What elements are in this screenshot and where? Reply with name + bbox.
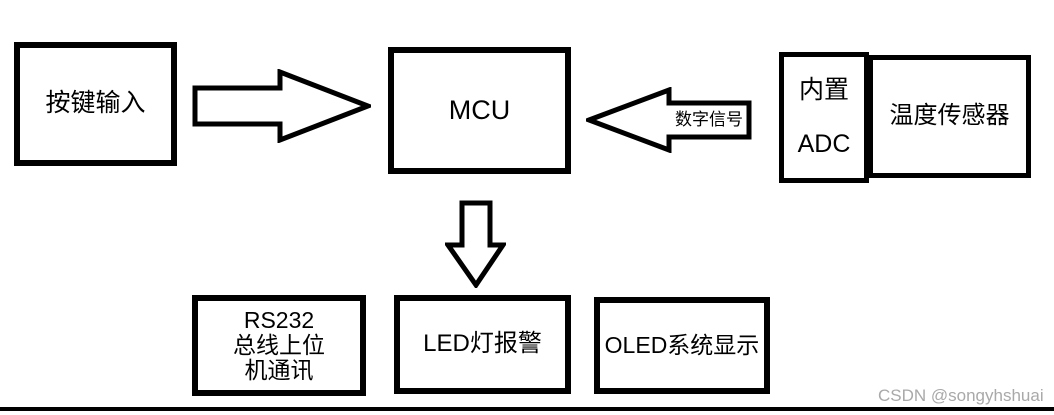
mcu-label: MCU — [448, 94, 511, 125]
key-input-label: 按键输入 — [45, 89, 146, 118]
digital-signal-label: 数字信号 — [675, 110, 743, 129]
led-label: LED灯报警 — [423, 330, 542, 358]
rs232-label-line2: 总线上位 — [233, 332, 325, 358]
rs232-box: RS232 总线上位 机通讯 — [192, 295, 366, 396]
bottom-divider — [0, 407, 1054, 411]
csdn-watermark: CSDN @songyhshuai — [878, 386, 1044, 405]
key-input-box: 按键输入 — [14, 42, 177, 166]
rs232-label-line3: 机通讯 — [244, 357, 314, 383]
oled-box: OLED系统显示 — [594, 297, 770, 394]
arrow-left-icon — [586, 87, 752, 153]
arrow-right-icon — [192, 69, 371, 143]
led-box: LED灯报警 — [394, 295, 571, 394]
adc-label-line2: ADC — [797, 129, 851, 158]
temp-sensor-box: 温度传感器 — [868, 55, 1031, 178]
adc-label-line1: 内置 — [798, 76, 849, 104]
mcu-box: MCU — [388, 47, 571, 174]
arrow-down-icon — [445, 200, 506, 288]
oled-label: OLED系统显示 — [604, 331, 760, 358]
rs232-label-line1: RS232 — [243, 307, 315, 333]
temp-sensor-label: 温度传感器 — [889, 102, 1010, 130]
adc-box: 内置 ADC — [779, 52, 869, 183]
